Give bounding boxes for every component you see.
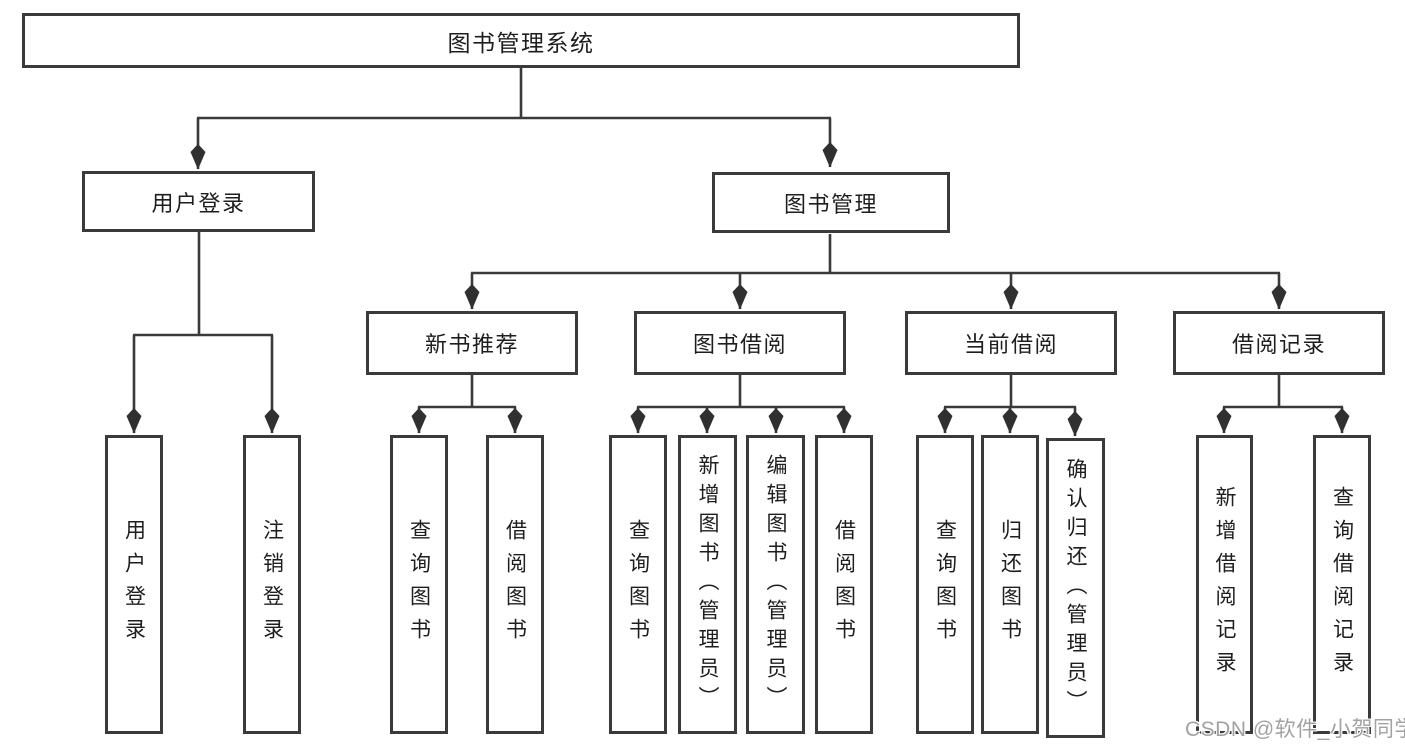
node-query-books-2: 查询图书	[609, 435, 667, 734]
node-current-borrowing: 当前借阅	[905, 311, 1117, 375]
node-confirm-return-admin: 确认归还（管理员）	[1046, 438, 1105, 738]
node-user-login-leaf: 用户登录	[105, 435, 163, 734]
node-query-books-1: 查询图书	[390, 435, 448, 734]
node-query-borrow-record: 查询借阅记录	[1313, 435, 1371, 734]
node-logout-leaf: 注销登录	[243, 435, 301, 734]
node-borrowing-records: 借阅记录	[1173, 311, 1385, 375]
node-user-login: 用户登录	[82, 171, 315, 232]
node-edit-books-admin: 编辑图书（管理员）	[746, 435, 805, 734]
node-add-borrow-record: 新增借阅记录	[1196, 435, 1253, 734]
watermark: CSDN @软件_小贺同学	[1185, 718, 1405, 741]
node-book-management: 图书管理	[712, 172, 950, 233]
node-borrow-books-2: 借阅图书	[815, 435, 873, 734]
node-new-book-recommend: 新书推荐	[366, 311, 578, 375]
node-query-books-3: 查询图书	[916, 435, 974, 734]
node-add-books-admin: 新增图书（管理员）	[678, 435, 737, 734]
node-root: 图书管理系统	[22, 13, 1020, 68]
node-book-borrowing: 图书借阅	[634, 311, 846, 375]
node-borrow-books-1: 借阅图书	[486, 435, 544, 734]
node-return-books: 归还图书	[981, 435, 1039, 734]
